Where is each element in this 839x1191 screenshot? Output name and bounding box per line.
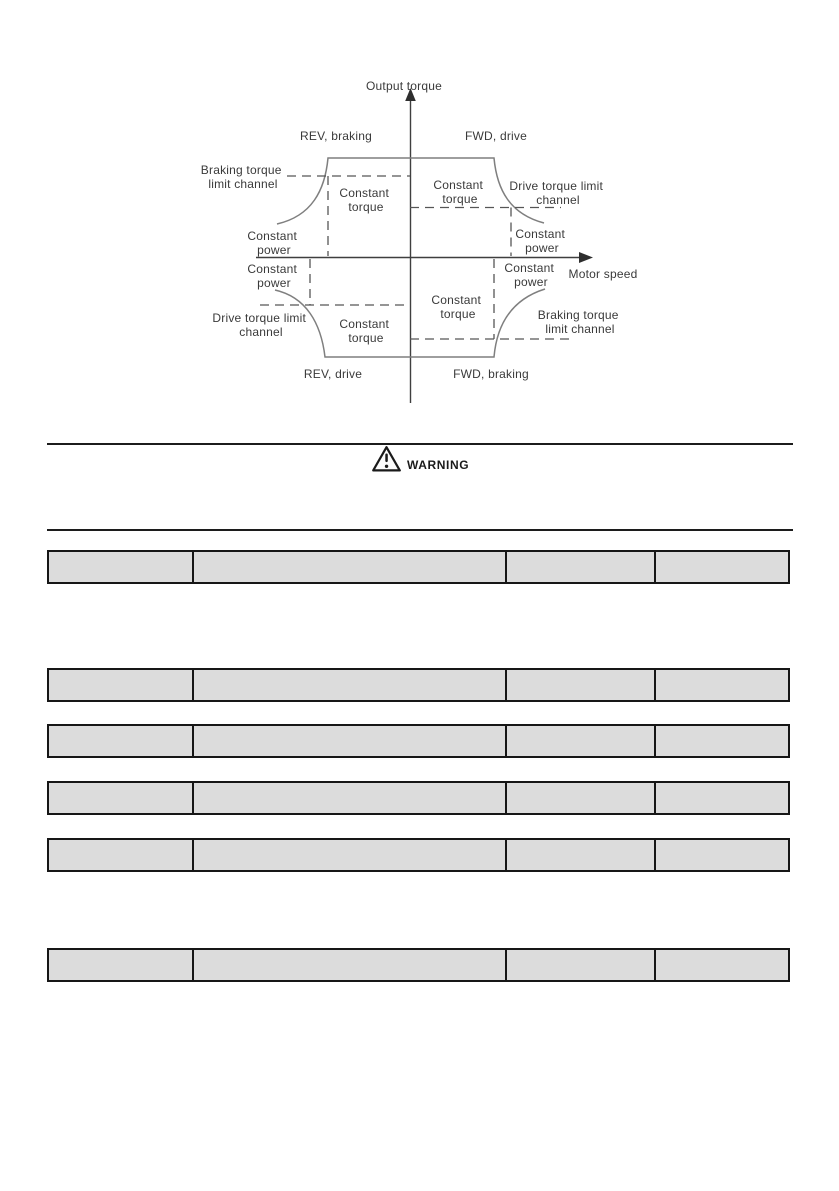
table-cell xyxy=(49,783,192,813)
table-cell xyxy=(654,840,788,870)
table-cell xyxy=(654,726,788,756)
table-cell xyxy=(654,670,788,700)
table-cell xyxy=(505,726,654,756)
table-row xyxy=(47,550,790,584)
table-cell xyxy=(505,552,654,582)
table-row xyxy=(47,724,790,758)
torque-limit-envelope-lower xyxy=(274,288,546,358)
constant-torque-label-lower-right: Constant torque xyxy=(431,293,484,321)
y-axis-arrow-icon xyxy=(405,88,416,101)
table-cell xyxy=(192,783,505,813)
constant-power-label-upper-left: Constant power xyxy=(247,229,300,257)
table-row xyxy=(47,838,790,872)
braking-channel-label-lower: Braking torque limit channel xyxy=(538,308,622,336)
x-axis-arrow-icon xyxy=(579,252,593,263)
drive-channel-label-lower: Drive torque limit channel xyxy=(212,311,309,339)
constant-torque-label-lower-left: Constant torque xyxy=(339,317,392,345)
quadrant-label-fwd-braking: FWD, braking xyxy=(453,367,529,381)
horizontal-rule-bottom xyxy=(47,529,793,531)
warning-banner: WARNING xyxy=(371,445,469,473)
constant-torque-label-upper-left: Constant torque xyxy=(339,186,392,214)
table-cell xyxy=(192,950,505,980)
table-cell xyxy=(49,726,192,756)
table-cell xyxy=(505,950,654,980)
table-cell xyxy=(192,552,505,582)
drive-channel-label-upper: Drive torque limit channel xyxy=(509,179,606,207)
constant-power-label-lower-left: Constant power xyxy=(247,262,300,290)
table-cell xyxy=(49,552,192,582)
table-cell xyxy=(192,726,505,756)
horizontal-rule-top xyxy=(47,443,793,445)
table-cell xyxy=(505,670,654,700)
y-axis-label: Output torque xyxy=(366,79,442,93)
table-cell xyxy=(192,840,505,870)
table-cell xyxy=(49,840,192,870)
quadrant-label-rev-braking: REV, braking xyxy=(300,129,372,143)
warning-triangle-icon xyxy=(372,446,401,472)
torque-limit-envelope-upper xyxy=(276,157,545,225)
quadrant-label-rev-drive: REV, drive xyxy=(304,367,362,381)
table-row xyxy=(47,781,790,815)
table-cell xyxy=(49,950,192,980)
table-row xyxy=(47,668,790,702)
x-axis-label: Motor speed xyxy=(569,267,638,281)
table-cell xyxy=(505,840,654,870)
torque-speed-diagram: Output torque Motor speed REV, braking F… xyxy=(201,79,638,403)
table-cell xyxy=(49,670,192,700)
table-cell xyxy=(654,783,788,813)
constant-power-label-upper-right: Constant power xyxy=(515,227,568,255)
warning-label: WARNING xyxy=(407,458,470,472)
table-row xyxy=(47,948,790,982)
table-cell xyxy=(654,950,788,980)
quadrant-label-fwd-drive: FWD, drive xyxy=(465,129,527,143)
table-cell xyxy=(505,783,654,813)
constant-power-label-lower-right: Constant power xyxy=(504,261,557,289)
braking-channel-label-upper: Braking torque limit channel xyxy=(201,163,285,191)
table-cell xyxy=(654,552,788,582)
constant-torque-label-upper-right: Constant torque xyxy=(433,178,486,206)
table-cell xyxy=(192,670,505,700)
